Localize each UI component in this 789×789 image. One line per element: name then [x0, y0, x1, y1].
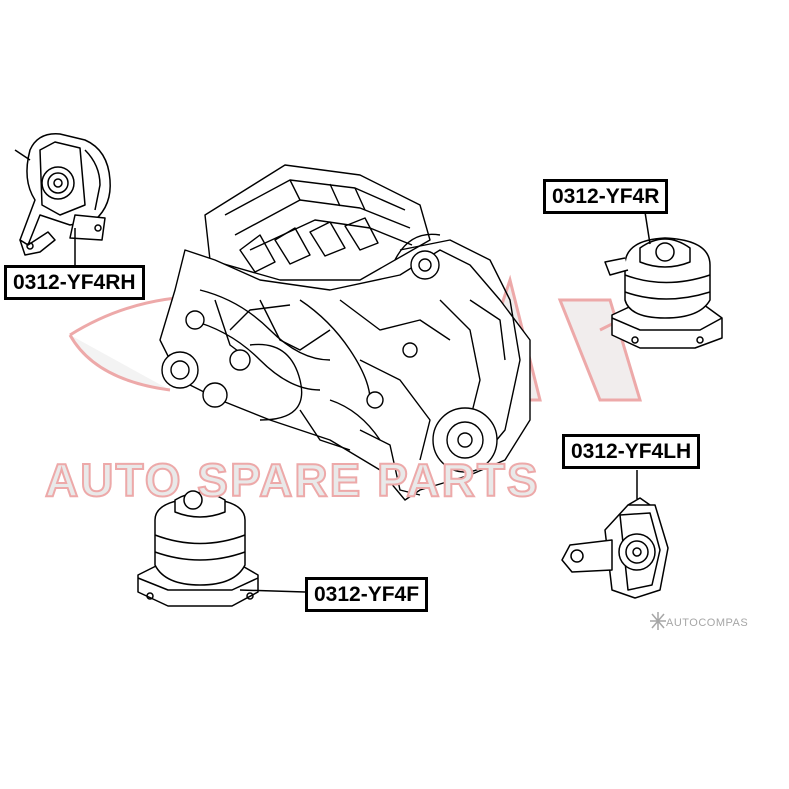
label-0312-yf4lh: 0312-YF4LH: [562, 434, 701, 469]
mount-yf4f: [137, 490, 306, 607]
mount-yf4rh: [14, 133, 111, 265]
engine-illustration: [159, 164, 531, 501]
credit-text: AUTOCOMPAS: [666, 617, 749, 629]
label-0312-yf4rh: 0312-YF4RH: [4, 265, 145, 300]
watermark-text: AUTO SPARE PARTS: [44, 453, 540, 507]
mount-yf4lh: [561, 470, 669, 599]
mount-yf4r: [604, 211, 723, 349]
label-0312-yf4f: 0312-YF4F: [305, 577, 429, 612]
autocompas-logo-icon: [650, 612, 666, 630]
label-0312-yf4r: 0312-YF4R: [543, 179, 669, 214]
